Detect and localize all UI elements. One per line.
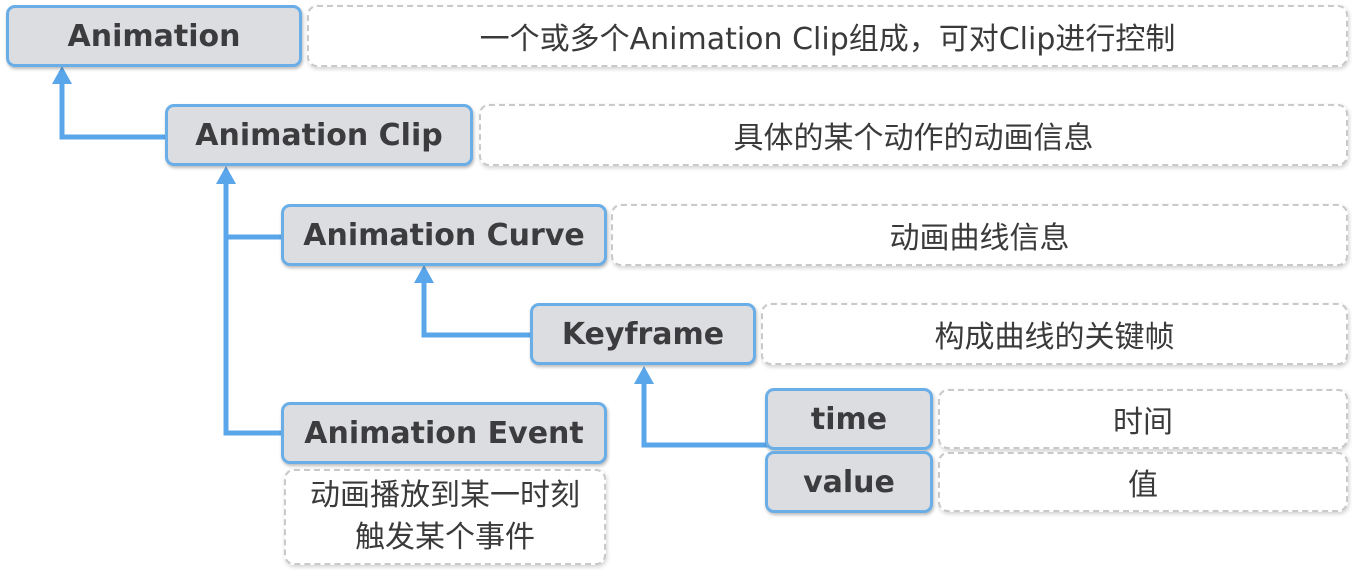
desc-animation-event: 动画播放到某一时刻 触发某个事件 xyxy=(284,469,606,565)
connector-clip-to-animation xyxy=(59,80,168,140)
node-keyframe: Keyframe xyxy=(530,303,756,365)
node-value: value xyxy=(765,451,933,513)
desc-time: 时间 xyxy=(938,389,1348,449)
desc-keyframe: 构成曲线的关键帧 xyxy=(761,303,1348,365)
desc-animation-event-line-1: 动画播放到某一时刻 xyxy=(310,478,580,513)
arrowhead-clip xyxy=(216,166,236,184)
arrowhead-animation xyxy=(52,66,72,84)
connector-event-to-clip xyxy=(223,237,284,436)
connector-keyframe-to-curve xyxy=(421,280,532,338)
node-animation: Animation xyxy=(6,5,302,67)
node-animation-curve: Animation Curve xyxy=(281,204,607,266)
connector-time-to-keyframe xyxy=(641,380,768,448)
desc-value: 值 xyxy=(938,452,1348,512)
arrowhead-keyframe xyxy=(634,366,654,384)
node-time: time xyxy=(765,388,933,450)
desc-animation-clip: 具体的某个动作的动画信息 xyxy=(479,104,1348,166)
desc-animation-curve: 动画曲线信息 xyxy=(611,204,1348,266)
node-animation-clip: Animation Clip xyxy=(165,104,473,166)
connector-curve-to-clip xyxy=(223,182,284,240)
node-animation-event: Animation Event xyxy=(281,402,607,464)
desc-animation: 一个或多个Animation Clip组成，可对Clip进行控制 xyxy=(307,5,1348,67)
desc-animation-event-line-2: 触发某个事件 xyxy=(355,520,535,555)
arrowhead-curve xyxy=(414,265,434,283)
